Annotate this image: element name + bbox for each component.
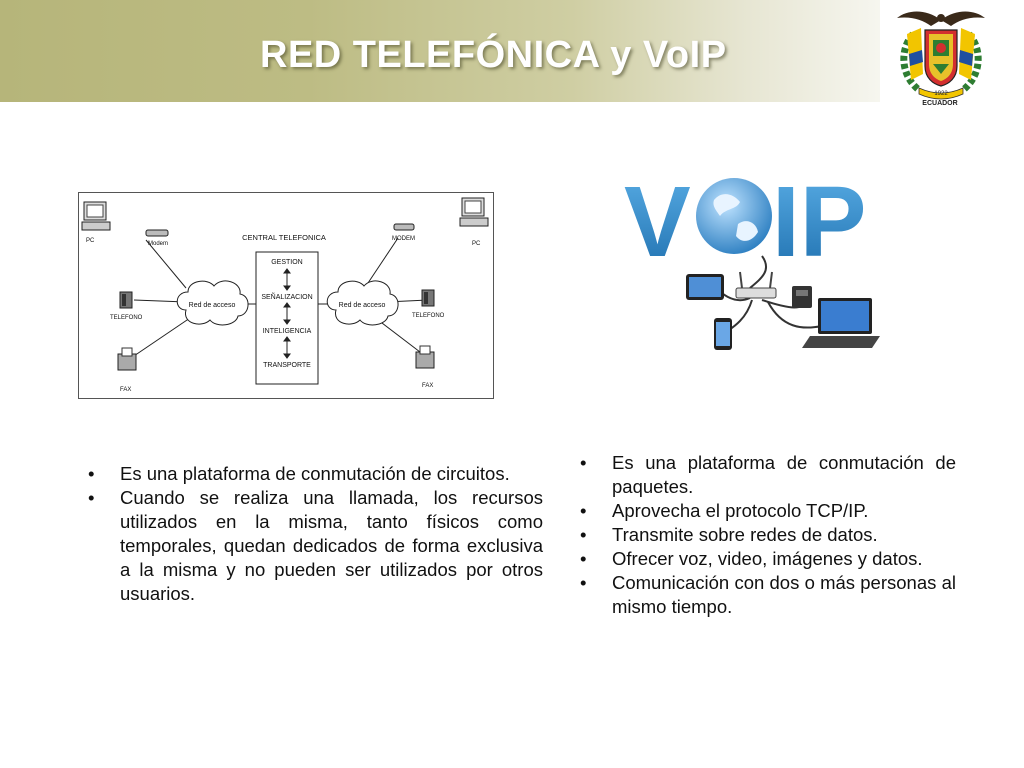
voip-letter-v: V [624, 166, 691, 278]
list-item: Es una plataforma de conmutación de paqu… [580, 451, 956, 499]
right-fax-label: FAX [422, 383, 433, 389]
pc-icon [459, 197, 489, 227]
slide-title: RED TELEFÓNICA y VoIP [260, 34, 727, 76]
telephone-icon [421, 289, 435, 307]
telephone-network-diagram: PC Modem TELEFONO FAX Red de acceso CENT… [78, 192, 494, 399]
emblem-year: 1922 [934, 91, 948, 97]
left-cloud-label: Red de acceso [189, 302, 236, 309]
left-fax-label: FAX [120, 387, 131, 393]
access-network-cloud-icon [176, 280, 249, 326]
layer-inteligencia: INTELIGENCIA [263, 328, 312, 335]
emblem-caption: ECUADOR [922, 100, 958, 107]
right-cloud-label: Red de acceso [339, 302, 386, 309]
pc-icon [81, 201, 111, 231]
list-item: Cuando se realiza una llamada, los recur… [88, 486, 543, 606]
layer-gestion: GESTION [271, 259, 303, 266]
packet-switching-bullets: Es una plataforma de conmutación de paqu… [580, 451, 956, 619]
list-item: Aprovecha el protocolo TCP/IP. [580, 499, 956, 523]
modem-icon [145, 229, 169, 237]
list-item: Ofrecer voz, video, imágenes y datos. [580, 547, 956, 571]
tablet-icon [686, 274, 724, 300]
globe-icon [696, 178, 772, 254]
circuit-switching-bullets: Es una plataforma de conmutación de circ… [88, 462, 543, 606]
right-modem-label: MODEM [392, 236, 415, 242]
router-icon [735, 271, 777, 299]
desk-phone-icon [792, 286, 812, 308]
left-modem-label: Modem [148, 241, 168, 247]
list-item: Comunicación con dos o más personas al m… [580, 571, 956, 619]
title-bar [0, 0, 880, 102]
right-phone-label: TELEFONO [412, 313, 445, 319]
layer-senalizacion: SEÑALIZACION [261, 292, 312, 301]
laptop-icon [802, 298, 880, 348]
central-title: CENTRAL TELEFONICA [242, 233, 326, 242]
voip-letters-ip: IP [772, 166, 866, 278]
left-phone-label: TELEFONO [110, 315, 143, 321]
double-arrow-icons [283, 268, 291, 359]
right-pc-label: PC [472, 241, 481, 247]
access-network-cloud-icon [326, 280, 399, 326]
layer-transporte: TRANSPORTE [263, 362, 311, 369]
modem-icon [393, 223, 415, 231]
coat-of-arms-emblem: 1922 [897, 11, 985, 100]
list-item: Transmite sobre redes de datos. [580, 523, 956, 547]
fax-icon [117, 347, 137, 371]
voip-illustration: V IP [624, 166, 880, 350]
list-item: Es una plataforma de conmutación de circ… [88, 462, 543, 486]
telephone-icon [119, 291, 133, 309]
smartphone-icon [714, 318, 732, 350]
fax-icon [415, 345, 435, 369]
left-pc-label: PC [86, 238, 95, 244]
